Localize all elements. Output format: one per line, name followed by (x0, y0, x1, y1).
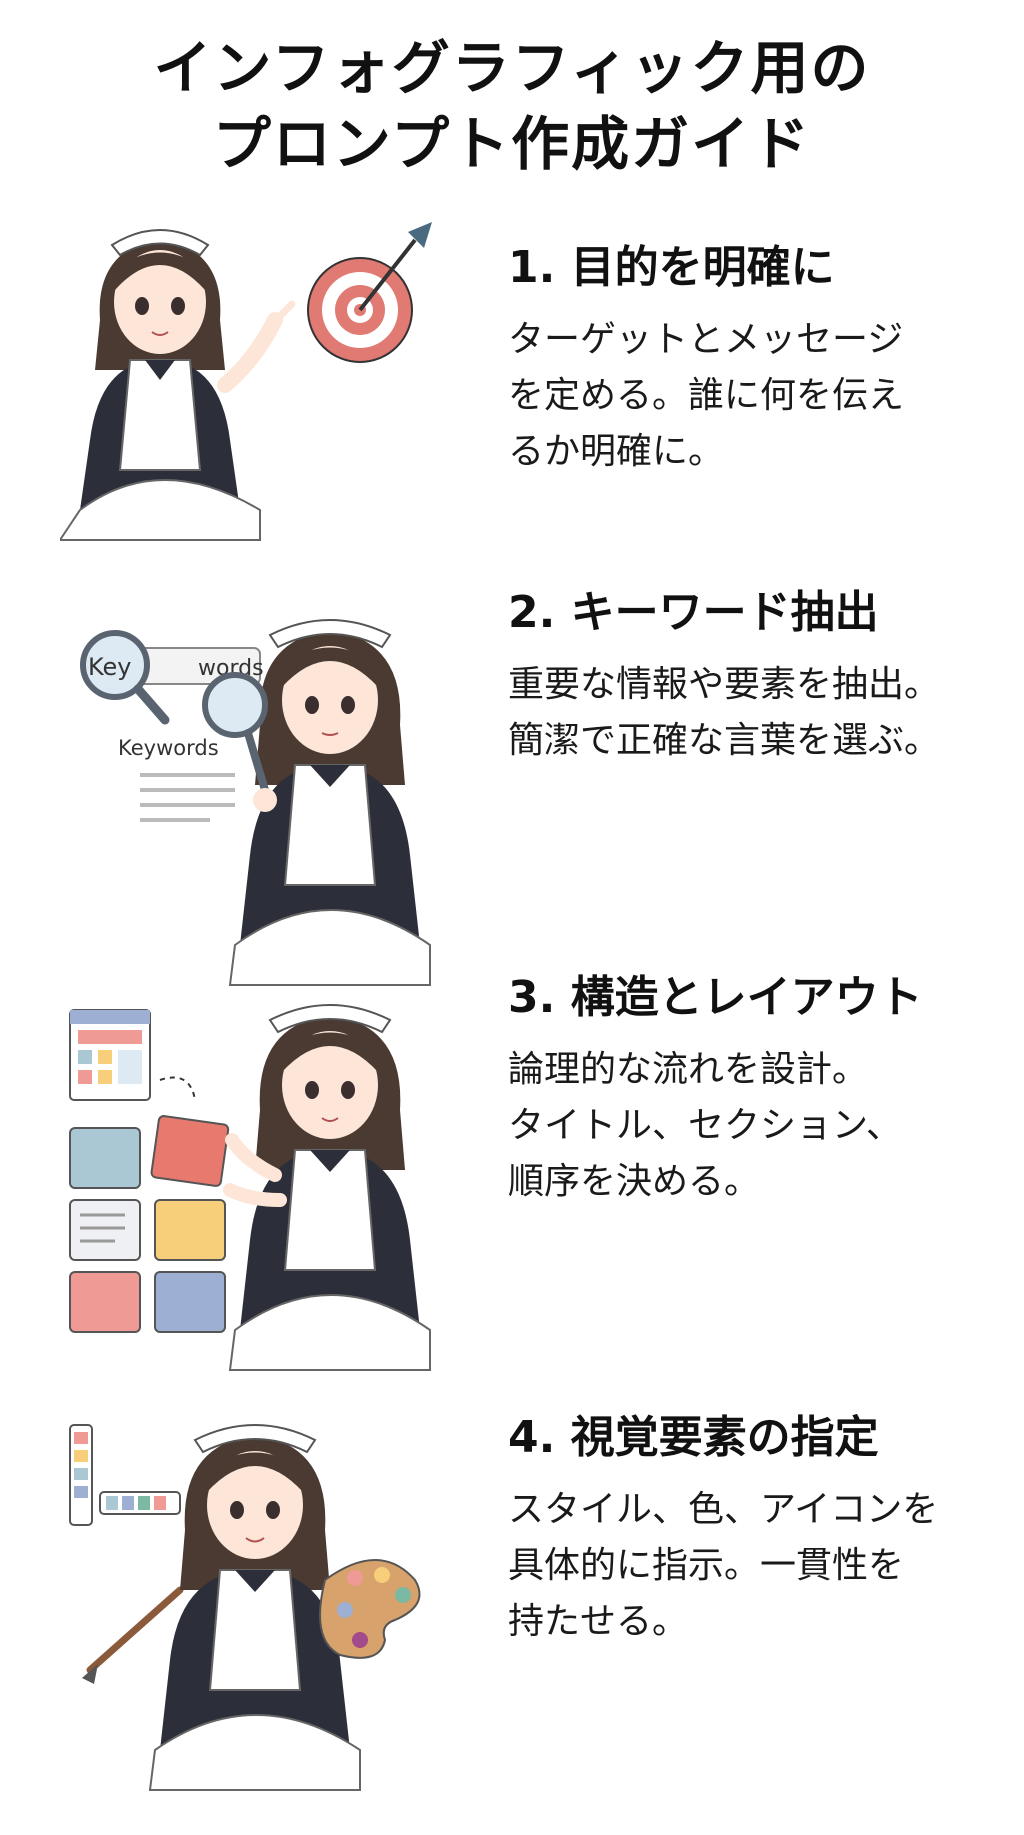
description-line: 重要な情報や要素を抽出。 (508, 664, 941, 705)
description-line: を定める。誰に何を伝え (508, 375, 905, 416)
section-keywords: words Key Keywords (0, 587, 1024, 995)
maid-magnifier-illustration: words Key Keywords (80, 619, 431, 986)
description-line: 簡潔で正確な言葉を選ぶ。 (508, 720, 941, 761)
section-description: ターゲットとメッセージ を定める。誰に何を伝え るか明確に。 (508, 312, 1008, 480)
maid-layout-illustration (69, 1004, 431, 1371)
maid-palette-illustration (69, 1424, 421, 1791)
document-label: Keywords (118, 736, 219, 760)
description-line: 持たせる。 (508, 1601, 689, 1642)
layout-grid-icon (69, 1009, 230, 1333)
section-description: 論理的な流れを設計。 タイトル、セクション、 順序を決める。 (508, 1042, 1008, 1210)
section-heading: 2. キーワード抽出 (508, 587, 879, 638)
description-line: るか明確に。 (508, 431, 725, 472)
section-heading: 4. 視覚要素の指定 (508, 1412, 879, 1463)
title-line-2: プロンプト作成ガイド (212, 110, 812, 178)
description-line: スタイル、色、アイコンを (508, 1489, 939, 1530)
paintbrush-icon (82, 1586, 184, 1684)
description-line: 論理的な流れを設計。 (508, 1049, 869, 1090)
palette-icon (319, 1559, 421, 1659)
section-heading: 1. 目的を明確に (508, 242, 835, 293)
title-line-1: インフォグラフィック用の (153, 34, 871, 102)
description-line: 順序を決める。 (508, 1161, 761, 1202)
maid-pointing-illustration (60, 222, 432, 541)
maid-character (60, 229, 296, 541)
section-visual: 4. 視覚要素の指定 スタイル、色、アイコンを 具体的に指示。一貫性を 持たせる… (0, 1412, 1024, 1800)
description-line: タイトル、セクション、 (508, 1105, 902, 1146)
section-purpose: 1. 目的を明確に ターゲットとメッセージ を定める。誰に何を伝え るか明確に。 (0, 210, 1024, 590)
maid-character (202, 619, 431, 986)
color-swatch-icon (69, 1424, 181, 1526)
description-line: ターゲットとメッセージ (508, 319, 904, 360)
magnifier-text: Key (88, 653, 132, 681)
maid-character (148, 1424, 361, 1791)
target-arrow-icon (307, 222, 432, 363)
section-description: 重要な情報や要素を抽出。 簡潔で正確な言葉を選ぶ。 (508, 657, 1008, 769)
document-icon: Keywords (118, 736, 235, 822)
page-title: インフォグラフィック用の プロンプト作成ガイド (0, 30, 1024, 182)
section-heading: 3. 構造とレイアウト (508, 972, 923, 1023)
description-line: 具体的に指示。一貫性を (508, 1545, 905, 1586)
section-layout: 3. 構造とレイアウト 論理的な流れを設計。 タイトル、セクション、 順序を決め… (0, 972, 1024, 1380)
maid-character (223, 1004, 431, 1371)
section-description: スタイル、色、アイコンを 具体的に指示。一貫性を 持たせる。 (508, 1482, 1008, 1650)
